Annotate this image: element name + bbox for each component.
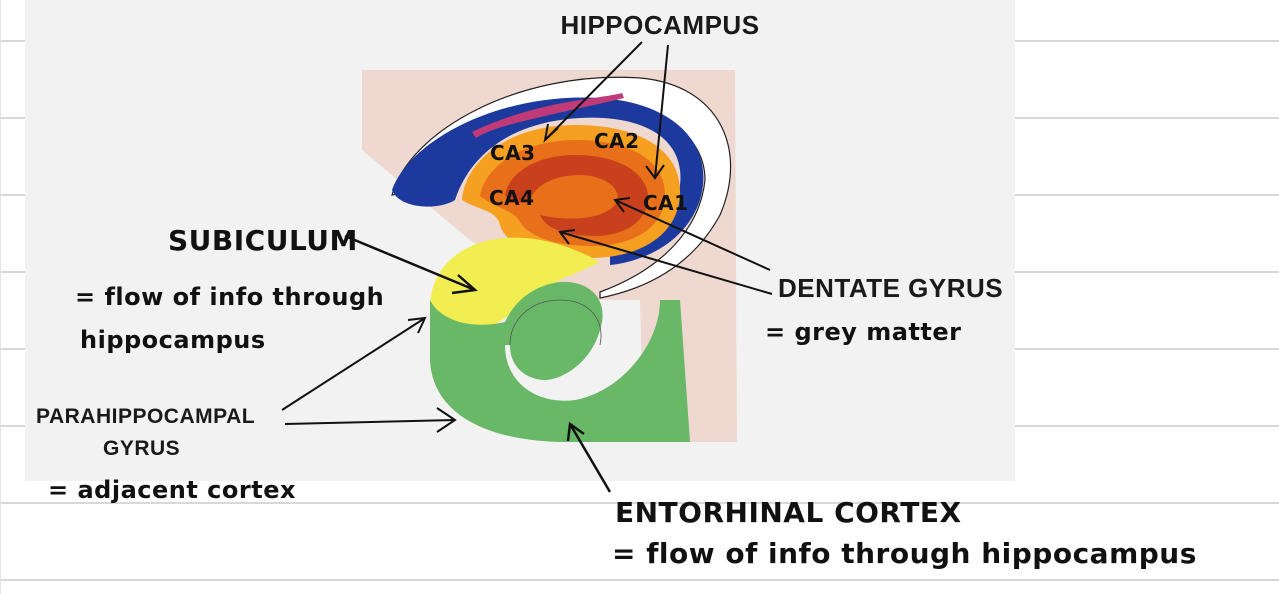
fold-outline — [509, 299, 602, 346]
dentate-arrowhead-1 — [613, 197, 631, 213]
dentate-pointer-2 — [559, 231, 773, 295]
parahippocampal-pointer-2 — [284, 419, 456, 425]
pink-vessel — [472, 93, 624, 138]
hippocampus-pointer-1 — [544, 41, 643, 141]
hippocampus-arrowhead-1 — [543, 123, 559, 143]
parahippocampal-label-line1: PARAHIPPOCAMPAL — [36, 405, 255, 428]
title-label: HIPPOCAMPUS — [560, 10, 759, 40]
parahippocampal-label-line2: GYRUS — [103, 437, 180, 460]
subiculum-note-line1: = flow of info through — [75, 283, 384, 311]
parahippocampal-pointer-1 — [281, 317, 426, 411]
ca3-label: CA3 — [490, 141, 536, 165]
dentate-gyrus-note: = grey matter — [765, 318, 962, 346]
entorhinal-label: ENTORHINAL CORTEX — [615, 496, 962, 529]
dentate-red-inner — [505, 155, 649, 236]
entorhinal-note: = flow of info through hippocampus — [612, 537, 1197, 570]
parahippocampal-arrowhead-2 — [436, 407, 457, 433]
ca2-label: CA2 — [594, 129, 640, 153]
hippocampus-pointer-2 — [654, 44, 669, 179]
parahippocampal-arrowhead-1 — [407, 316, 427, 334]
dentate-arrowhead-2 — [558, 229, 576, 245]
subiculum-arrow — [344, 234, 476, 292]
hippocampus-arrowhead-2 — [645, 164, 665, 180]
entorhinal-arrow — [568, 423, 612, 493]
entorhinal-arrowhead — [566, 421, 585, 442]
dentate-pointer-1 — [614, 199, 771, 271]
subiculum-note-line2: hippocampus — [80, 326, 266, 354]
subiculum-label: SUBICULUM — [168, 224, 358, 257]
blue-layer — [392, 97, 704, 265]
dentate-gyrus-label: DENTATE GYRUS — [778, 273, 1003, 303]
margin-line — [0, 0, 1, 594]
parahippocampal-note: = adjacent cortex — [48, 476, 296, 504]
ruled-line — [0, 502, 1279, 504]
ruled-line — [0, 579, 1279, 581]
entorhinal-region — [430, 281, 690, 442]
subiculum-region — [430, 237, 600, 330]
subiculum-arrowhead — [451, 274, 478, 295]
ca4-label: CA4 — [489, 186, 535, 210]
ca1-label: CA1 — [643, 191, 689, 215]
